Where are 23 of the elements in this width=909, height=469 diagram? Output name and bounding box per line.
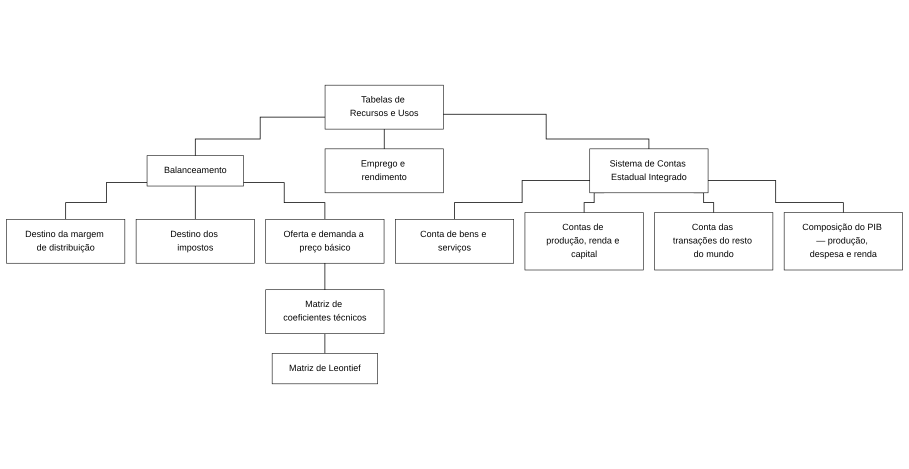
connector xyxy=(324,333,326,354)
node-box: Emprego e rendimento xyxy=(324,148,444,194)
node-box: Balanceamento xyxy=(146,155,244,186)
node-box: Conta de bens e serviços xyxy=(395,219,514,264)
node-box: Sistema de Contas Estadual Integrado xyxy=(589,148,708,194)
node-box: Matriz de coeficientes técnicos xyxy=(265,289,384,334)
connector xyxy=(443,114,650,150)
node-box: Matriz de Leontief xyxy=(272,353,378,384)
connector xyxy=(324,262,326,290)
node-box: Destino da margem de distribuição xyxy=(6,219,126,264)
connector xyxy=(243,182,326,220)
connector xyxy=(708,180,844,213)
connector xyxy=(454,180,590,220)
node-box: Composição do PIB — produção, despesa e renda xyxy=(784,212,903,270)
connector xyxy=(194,116,326,156)
node-box: Contas de produção, renda e capital xyxy=(524,212,644,270)
node-box: Oferta e demanda a preço básico xyxy=(265,219,384,264)
connector xyxy=(65,182,148,220)
connector xyxy=(194,186,196,220)
node-box: Destino dos impostos xyxy=(136,219,255,264)
node-box: Tabelas de Recursos e Usos xyxy=(324,84,444,130)
node-box: Conta das transações do resto do mundo xyxy=(654,212,774,270)
connector xyxy=(384,128,385,150)
